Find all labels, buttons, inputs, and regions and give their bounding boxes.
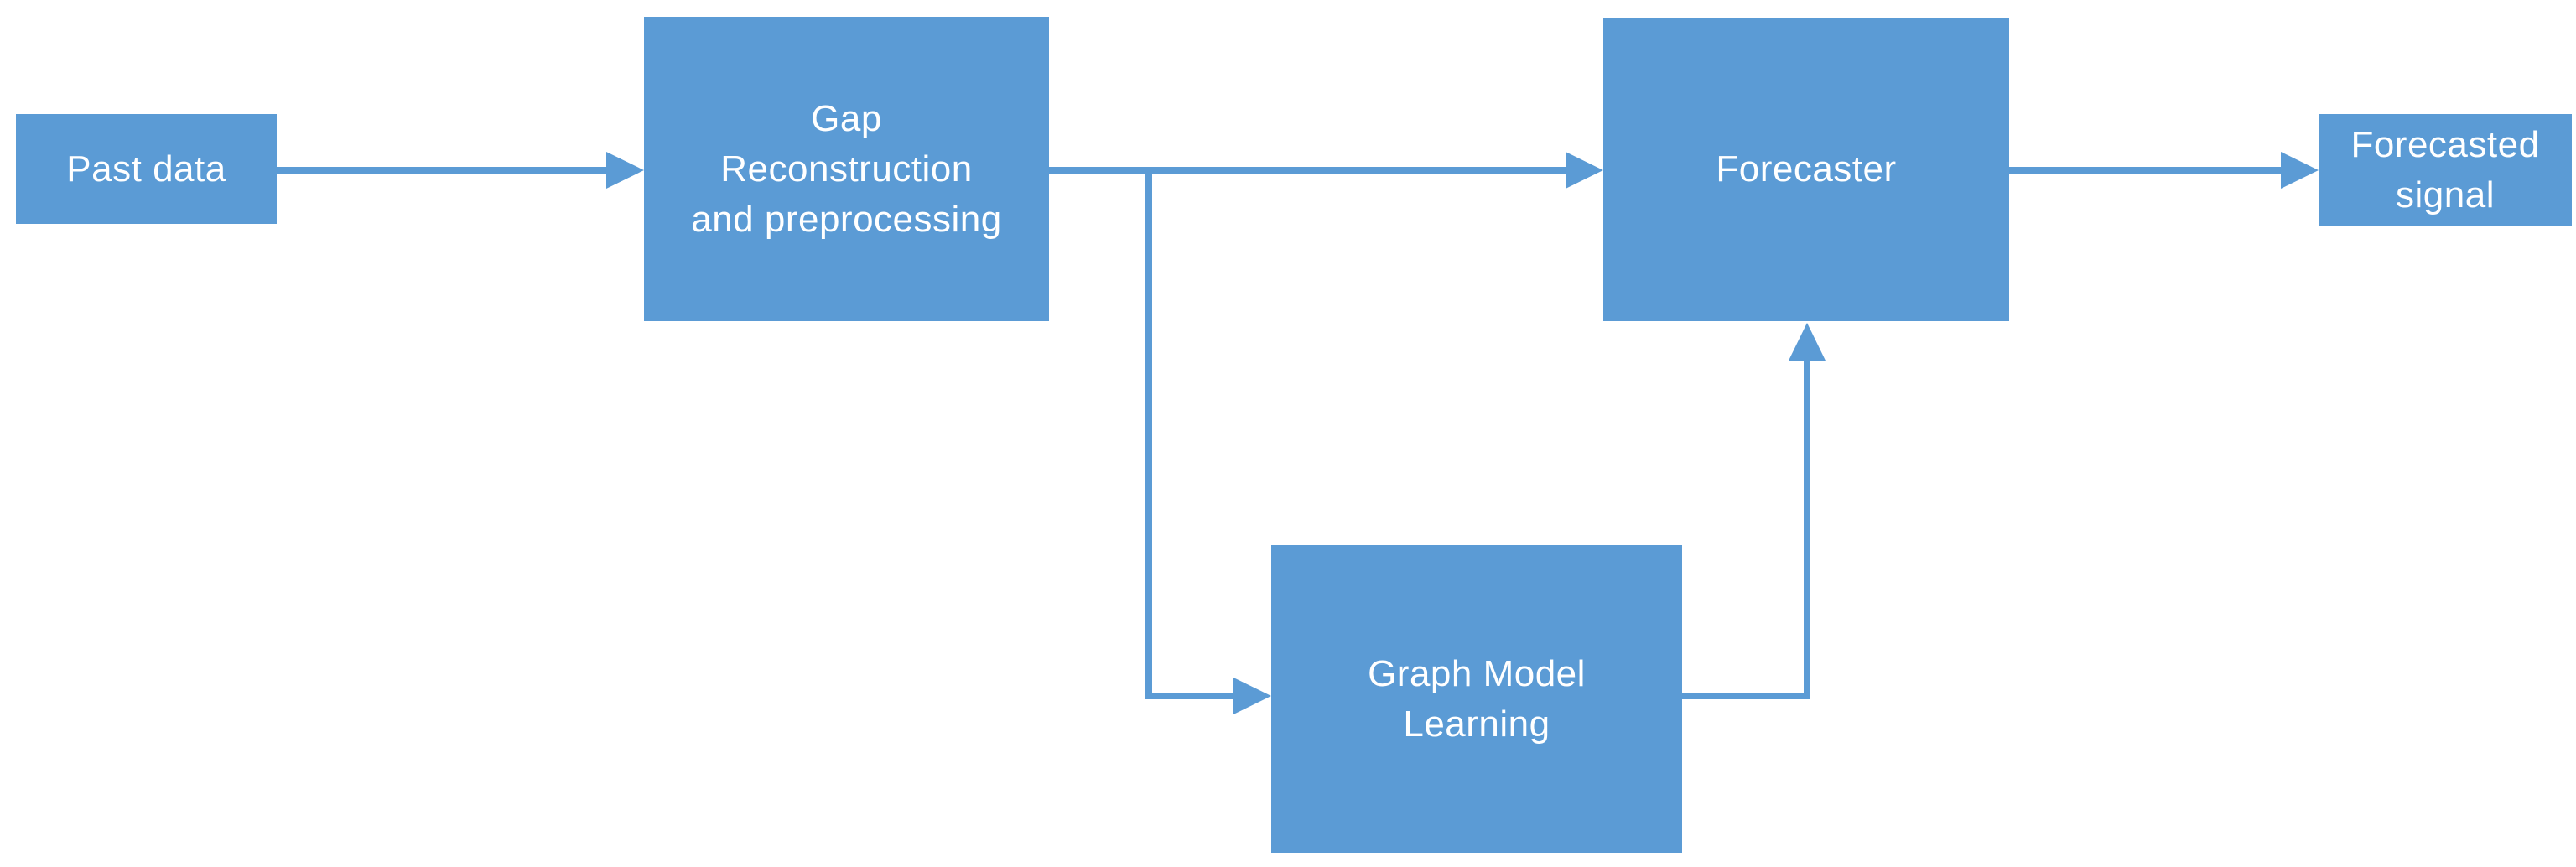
node-label-line: Past data xyxy=(66,148,226,189)
edge-gap-to-forecaster-line xyxy=(1049,167,1566,174)
arrowhead-right-icon xyxy=(2281,152,2319,189)
arrowhead-right-icon xyxy=(606,152,644,189)
arrowhead-right-icon xyxy=(1233,678,1271,714)
edge-graphmodel-to-forecaster-horizontal-line xyxy=(1682,693,1810,699)
node-label-line: Graph Model xyxy=(1368,652,1586,694)
node-label-line: Forecasted xyxy=(2350,124,2540,165)
node-past-data: Past data xyxy=(16,114,277,224)
edge-forecaster-to-forecastedsignal-line xyxy=(2009,167,2281,174)
edge-gap-to-graphmodel-horizontal-line xyxy=(1145,693,1233,699)
node-gap-reconstruction-and-preprocessing: Gap Reconstruction and preprocessing xyxy=(644,17,1049,321)
node-label-line: Gap xyxy=(811,97,882,139)
node-forecasted-signal: Forecasted signal xyxy=(2319,114,2572,226)
node-label-line: Reconstruction xyxy=(720,148,973,189)
node-label-line: and preprocessing xyxy=(691,198,1002,240)
node-forecaster: Forecaster xyxy=(1603,18,2009,321)
node-graph-model-learning: Graph Model Learning xyxy=(1271,545,1682,853)
arrowhead-right-icon xyxy=(1566,152,1603,189)
edge-gap-to-graphmodel-vertical-line xyxy=(1145,170,1152,699)
edge-pastdata-to-gap-line xyxy=(277,167,606,174)
node-label-line: Forecaster xyxy=(1716,148,1897,189)
node-label-line: signal xyxy=(2396,174,2495,215)
node-label-line: Learning xyxy=(1403,703,1550,745)
arrowhead-up-icon xyxy=(1789,323,1826,361)
edge-graphmodel-to-forecaster-vertical-line xyxy=(1804,356,1810,699)
